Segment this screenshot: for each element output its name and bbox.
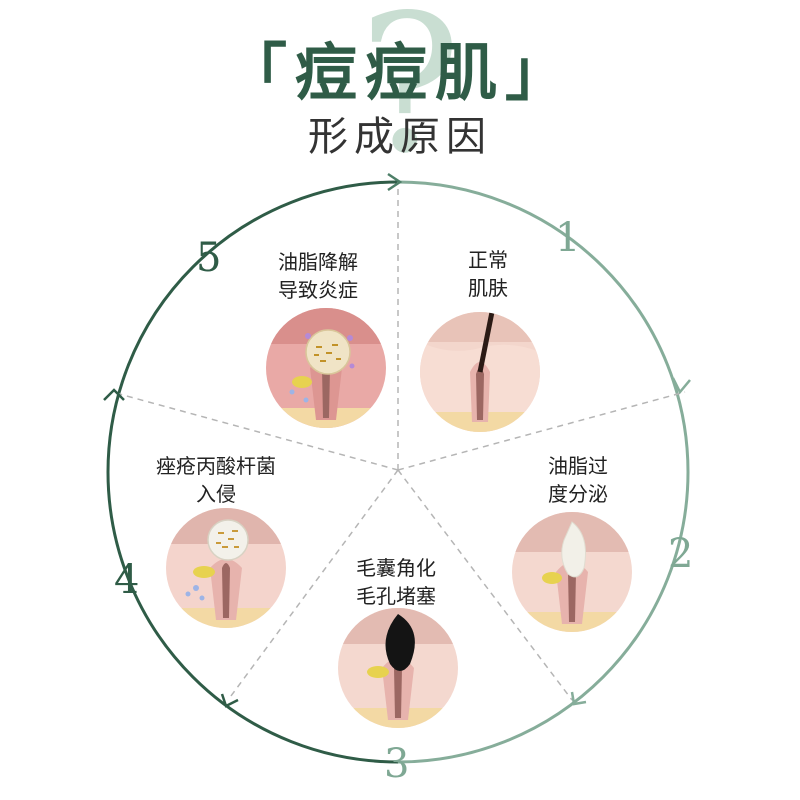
question-mark-watermark: ? [359, 0, 461, 195]
step-5-label: 油脂降解 导致炎症 [278, 250, 358, 302]
bacteria-invasion-illustration [166, 508, 286, 628]
step-1-number: 1 [555, 215, 581, 261]
arrow-right [671, 377, 691, 395]
step-2-label: 油脂过 度分泌 [548, 454, 608, 506]
step-4-label: 痤疮丙酸杆菌 入侵 [156, 454, 276, 506]
step-3-label: 毛囊角化 毛孔堵塞 [356, 556, 436, 608]
section-dividers [111, 182, 686, 701]
step-4-number: 4 [114, 557, 140, 603]
title-bracket-open: 「 [224, 36, 295, 109]
step-1-label: 正常 肌肤 [468, 248, 508, 300]
page-subtitle: 形成原因 [308, 114, 492, 160]
excess-sebum-illustration [512, 512, 632, 632]
clogged-pore-illustration [338, 608, 458, 728]
cycle-arc-right [397, 180, 690, 764]
title-text: 痘痘肌 [294, 36, 505, 109]
step-3-number: 3 [384, 741, 410, 787]
arrow-top [387, 172, 403, 192]
arrow-bottom-left [220, 693, 239, 708]
step-2-number: 2 [668, 531, 694, 577]
arrow-bottom-right [570, 691, 587, 706]
page-title: 「痘痘肌」 [0, 38, 800, 108]
cycle-arc-left [106, 180, 399, 764]
step-5-number: 5 [196, 235, 222, 281]
title-bracket-close: 」 [505, 36, 576, 109]
cycle-arrows [103, 172, 691, 708]
inflammation-illustration [266, 308, 386, 428]
arrow-left [103, 388, 125, 401]
normal-skin-illustration [420, 312, 540, 432]
